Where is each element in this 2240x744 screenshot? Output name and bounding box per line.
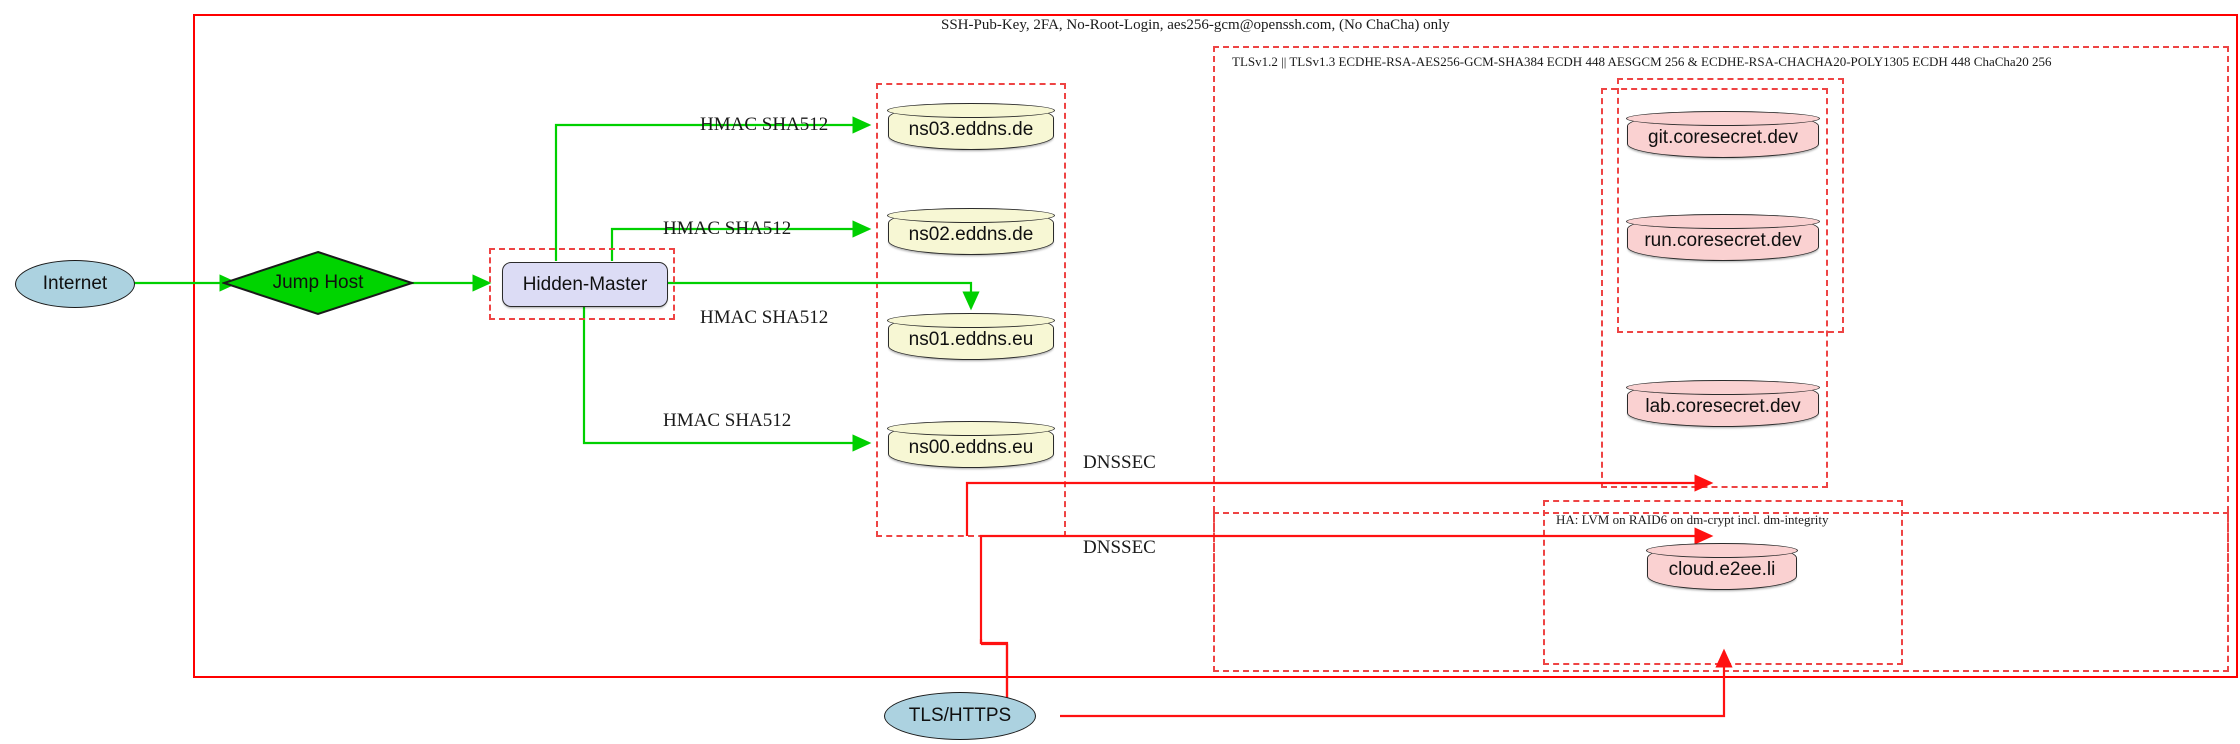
node-internet[interactable]: Internet (15, 260, 135, 308)
node-jump-host[interactable]: Jump Host (222, 250, 414, 316)
edge-label-hmac-ns00: HMAC SHA512 (663, 410, 792, 431)
edge-label-dnssec-upper: DNSSEC (1083, 452, 1156, 473)
hidden-master-zone (489, 248, 675, 320)
node-git-coresecret-label: git.coresecret.dev (1648, 127, 1798, 148)
tls-zone-label: TLSv1.2 || TLSv1.3 ECDHE-RSA-AES256-GCM-… (1232, 54, 2052, 69)
edge-label-dnssec-lower: DNSSEC (1083, 537, 1156, 558)
edge-label-hmac-ns01: HMAC SHA512 (700, 307, 829, 328)
node-hidden-master[interactable]: Hidden-Master (502, 262, 668, 307)
node-ns02-label: ns02.eddns.de (908, 224, 1034, 245)
edge-label-hmac-ns03: HMAC SHA512 (700, 114, 829, 135)
node-lab-coresecret-label: lab.coresecret.dev (1645, 396, 1801, 417)
node-ns02[interactable]: ns02.eddns.de (887, 208, 1055, 255)
ssh-zone-label: SSH-Pub-Key, 2FA, No-Root-Login, aes256-… (941, 17, 1450, 33)
diamond-shape (222, 250, 414, 316)
coresecret-inner-zone (1601, 88, 1828, 488)
node-internet-label: Internet (42, 273, 108, 294)
node-tls-https-label: TLS/HTTPS (908, 705, 1012, 726)
node-ns01-label: ns01.eddns.eu (908, 329, 1034, 350)
coresecret-outer-zone (1617, 78, 1844, 333)
node-tls-https[interactable]: TLS/HTTPS (884, 692, 1036, 740)
node-cloud-e2ee[interactable]: cloud.e2ee.li (1646, 543, 1798, 590)
node-ns00[interactable]: ns00.eddns.eu (887, 421, 1055, 468)
node-ns03[interactable]: ns03.eddns.de (887, 103, 1055, 150)
node-hidden-master-label: Hidden-Master (522, 273, 648, 295)
node-lab-coresecret[interactable]: lab.coresecret.dev (1626, 380, 1820, 427)
node-ns03-label: ns03.eddns.de (908, 119, 1034, 140)
node-run-coresecret[interactable]: run.coresecret.dev (1626, 214, 1820, 261)
edge-label-hmac-ns02: HMAC SHA512 (663, 218, 792, 239)
node-run-coresecret-label: run.coresecret.dev (1644, 230, 1802, 251)
dns-zone (876, 83, 1066, 537)
node-jump-host-label: Jump Host (272, 272, 364, 293)
node-git-coresecret[interactable]: git.coresecret.dev (1626, 111, 1820, 158)
node-ns01[interactable]: ns01.eddns.eu (887, 313, 1055, 360)
cloud-service-zone (1213, 512, 2229, 672)
node-ns00-label: ns00.eddns.eu (908, 437, 1034, 458)
node-cloud-e2ee-label: cloud.e2ee.li (1668, 559, 1776, 580)
